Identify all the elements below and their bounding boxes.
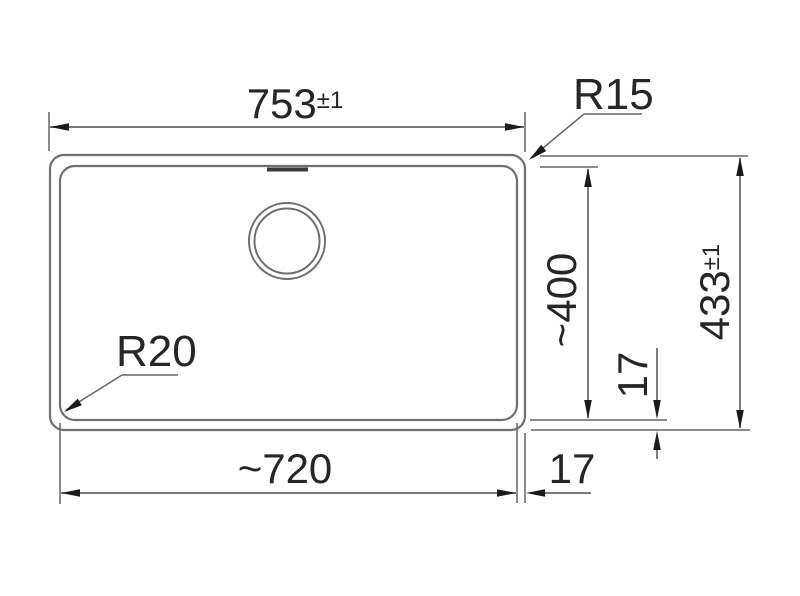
- sink-outline-group: [48, 153, 527, 432]
- dim-rim-gap-right: 17: [524, 433, 596, 503]
- arrowhead-up: [653, 431, 661, 450]
- arrowhead-left: [61, 489, 80, 497]
- arrowhead-down: [584, 400, 592, 419]
- dim-inner-width: ~720: [59, 423, 518, 504]
- dim-outer-width: 753±1: [48, 80, 526, 152]
- rim-gap-bottom-label: 17: [609, 352, 656, 399]
- drain-inner-circle: [253, 207, 321, 275]
- dim-rim-gap-bottom: 17: [609, 348, 661, 459]
- arrowhead-down: [653, 400, 661, 419]
- leader-corner-radius-outer: R15: [529, 70, 654, 160]
- arrowhead-up: [584, 168, 592, 187]
- arrowhead-right: [505, 123, 524, 131]
- sink-bowl-outline: [58, 164, 519, 422]
- outer-height-label: 433±1: [691, 244, 738, 341]
- inner-depth-label: ~400: [538, 253, 585, 348]
- arrowhead-left: [50, 123, 69, 131]
- overflow-mark: [267, 167, 308, 172]
- rim-gap-right-label: 17: [549, 445, 596, 492]
- arrowhead-corner: [529, 144, 547, 160]
- corner-radius-outer-label: R15: [573, 70, 654, 119]
- sink-outer-outline: [48, 153, 527, 432]
- dim-inner-depth: ~400: [530, 166, 667, 421]
- outer-width-label: 753±1: [247, 80, 344, 127]
- dim-outer-height: 433±1: [531, 155, 750, 431]
- arrowhead-up: [736, 157, 744, 176]
- corner-radius-inner-label: R20: [116, 327, 197, 376]
- arrowhead-right: [497, 489, 516, 497]
- inner-width-label: ~720: [238, 445, 333, 492]
- leader-corner-radius-inner: R20: [64, 327, 197, 412]
- arrowhead-left: [526, 489, 545, 497]
- arrowhead-corner: [64, 398, 82, 412]
- drain-outer-circle: [248, 202, 326, 280]
- arrowhead-down: [736, 410, 744, 429]
